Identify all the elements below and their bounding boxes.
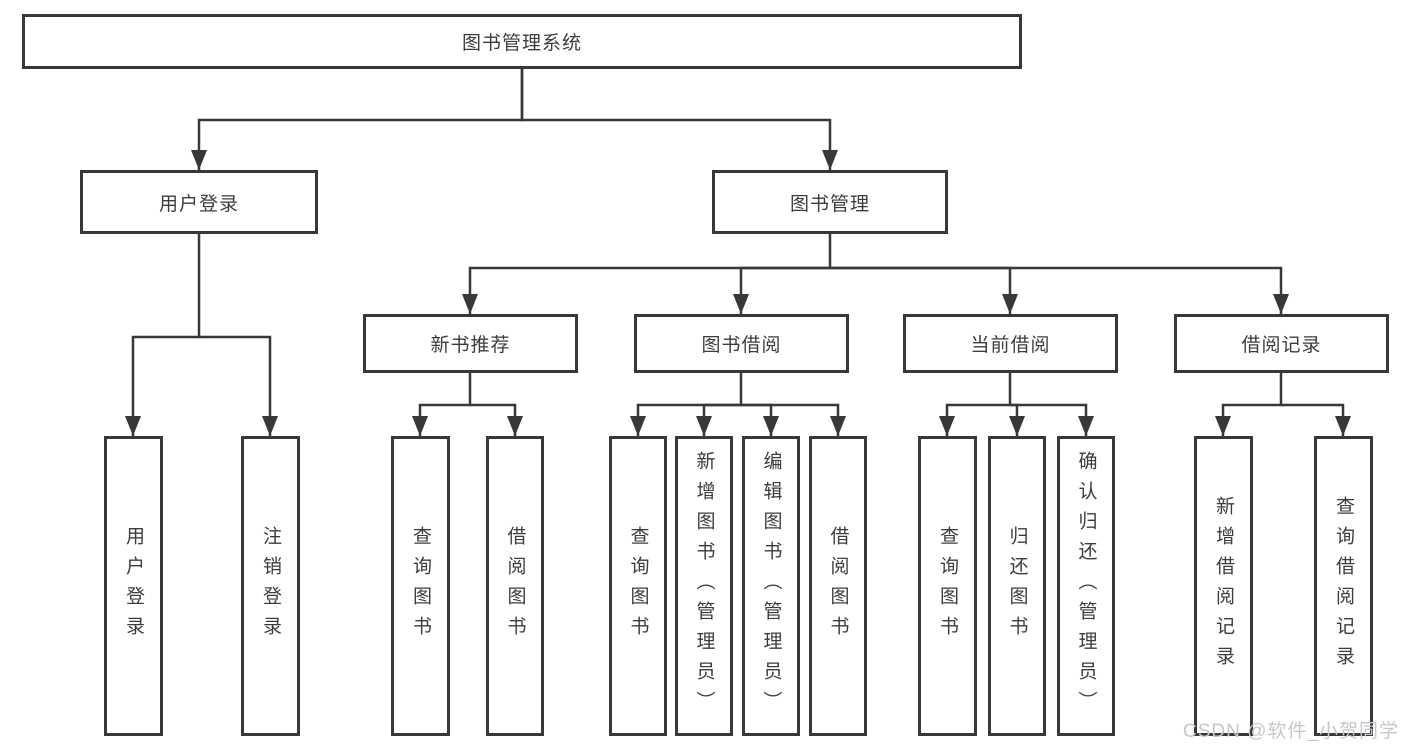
leaf-cb-confirm-return: 确认归还（管理员） xyxy=(1057,436,1115,736)
leaf-bb-query-books: 查询图书 xyxy=(609,436,667,736)
leaf-nbr-query-books-label: 查询图书 xyxy=(410,526,431,646)
leaf-user-login-label: 用户登录 xyxy=(123,526,144,646)
leaf-user-login: 用户登录 xyxy=(104,436,163,736)
node-borrowing-records: 借阅记录 xyxy=(1174,314,1389,373)
node-user-login-label: 用户登录 xyxy=(158,193,239,215)
leaf-cb-query-books: 查询图书 xyxy=(918,436,977,736)
leaf-nbr-borrow-books-label: 借阅图书 xyxy=(504,526,526,646)
leaf-nbr-query-books: 查询图书 xyxy=(391,436,450,736)
leaf-bb-edit-books: 编辑图书（管理员） xyxy=(742,436,800,736)
node-user-login: 用户登录 xyxy=(80,170,318,234)
leaf-cb-confirm-return-label: 确认归还（管理员） xyxy=(1075,451,1097,721)
node-current-borrowing: 当前借阅 xyxy=(903,314,1118,373)
leaf-br-add-record: 新增借阅记录 xyxy=(1194,436,1253,736)
leaf-bb-add-books-label: 新增图书（管理员） xyxy=(693,451,715,721)
leaf-bb-query-books-label: 查询图书 xyxy=(627,526,649,646)
leaf-br-query-record: 查询借阅记录 xyxy=(1314,436,1373,736)
node-root: 图书管理系统 xyxy=(22,14,1022,69)
node-book-management: 图书管理 xyxy=(712,170,948,234)
leaf-br-query-record-label: 查询借阅记录 xyxy=(1333,496,1354,676)
leaf-nbr-borrow-books: 借阅图书 xyxy=(486,436,544,736)
leaf-bb-borrow-books-label: 借阅图书 xyxy=(827,526,849,646)
node-book-management-label: 图书管理 xyxy=(789,193,870,215)
node-book-borrowing-label: 图书借阅 xyxy=(701,335,782,356)
node-book-borrowing: 图书借阅 xyxy=(634,314,849,373)
leaf-bb-add-books: 新增图书（管理员） xyxy=(675,436,733,736)
leaf-cb-return-books: 归还图书 xyxy=(988,436,1046,736)
leaf-bb-edit-books-label: 编辑图书（管理员） xyxy=(760,451,782,721)
leaf-cb-query-books-label: 查询图书 xyxy=(937,526,958,646)
node-new-book-recommend-label: 新书推荐 xyxy=(430,335,511,356)
leaf-br-add-record-label: 新增借阅记录 xyxy=(1213,496,1234,676)
node-current-borrowing-label: 当前借阅 xyxy=(970,335,1051,356)
watermark: CSDN @软件_小贺同学 xyxy=(1183,721,1399,742)
node-new-book-recommend: 新书推荐 xyxy=(363,314,578,373)
leaf-logout: 注销登录 xyxy=(241,436,300,736)
leaf-bb-borrow-books: 借阅图书 xyxy=(809,436,867,736)
leaf-logout-label: 注销登录 xyxy=(260,526,281,646)
node-borrowing-records-label: 借阅记录 xyxy=(1241,335,1322,356)
node-root-label: 图书管理系统 xyxy=(461,33,582,54)
leaf-cb-return-books-label: 归还图书 xyxy=(1006,526,1028,646)
